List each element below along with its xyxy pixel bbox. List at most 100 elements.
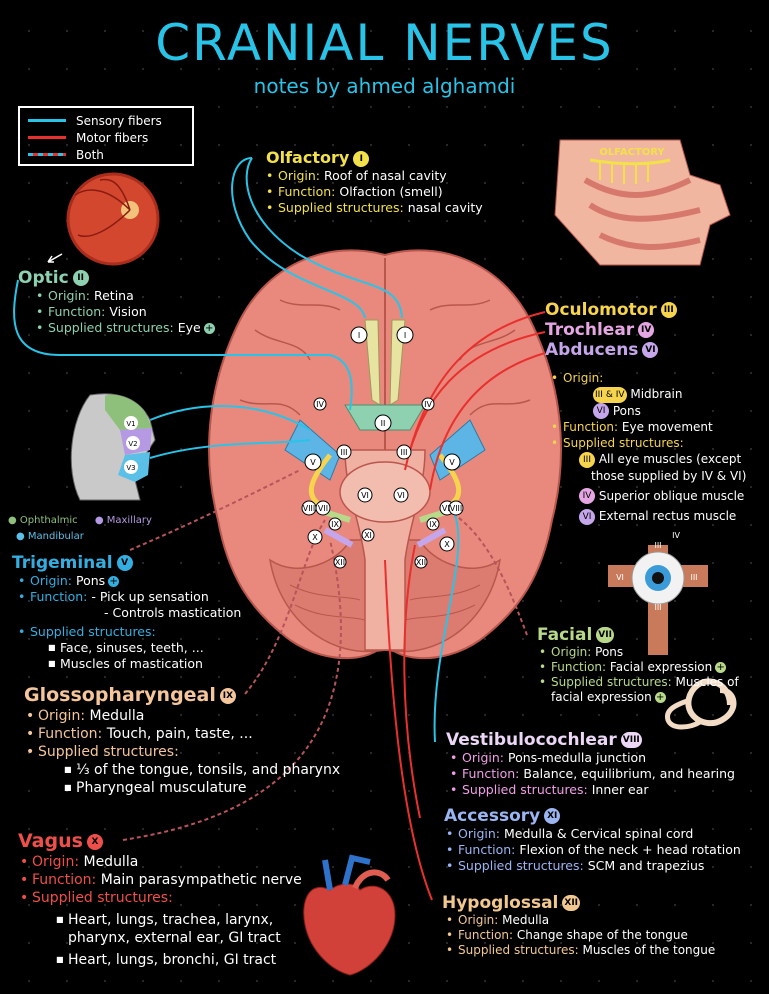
marker-x-right: X — [444, 540, 450, 549]
marker-v-left: V — [310, 458, 316, 467]
optic-origin: Origin: Retina — [36, 288, 215, 304]
vagus-supplied-1b: pharynx, external ear, GI tract — [68, 930, 281, 946]
fiber-legend: Sensory fibers Motor fibers Both — [18, 106, 194, 166]
marker-xii-right: XII — [416, 558, 426, 567]
marker-vi-right: VI — [397, 491, 405, 500]
brain-nerve-markers: I I II III III IV IV V V VI VI VII VII V… — [301, 326, 464, 569]
marker-i-left: I — [358, 331, 360, 340]
motor-swatch — [28, 136, 66, 139]
eye-origin-1: III & IV Midbrain — [593, 386, 683, 403]
olfactory-origin: Origin: Roof of nasal cavity — [266, 168, 483, 184]
sensory-swatch — [28, 119, 66, 122]
marker-xii-left: XII — [335, 558, 345, 567]
svg-text:VI: VI — [616, 573, 624, 582]
hypoglossal-function: Function: Change shape of the tongue — [446, 928, 715, 943]
facial-supplied: Supplied structures: Muscles of — [539, 675, 739, 690]
retina-image — [47, 172, 160, 266]
hypoglossal-supplied: Supplied structures: Muscles of the tong… — [446, 943, 715, 958]
trigeminal-face-image: V1 V2 V3 — [70, 393, 156, 501]
olfactory-image-label: OLFACTORY — [599, 147, 665, 158]
both-swatch — [28, 153, 66, 156]
optic-supplied: Supplied structures: Eye+ — [36, 320, 215, 336]
olfactory-num-badge: I — [353, 150, 370, 167]
marker-x-left: X — [312, 533, 318, 542]
eye-supplied-2: IV Superior oblique muscle — [567, 488, 746, 504]
eye-supplied-3: VI External rectus muscle — [567, 508, 746, 525]
marker-ii: II — [381, 419, 386, 428]
v3-marker: V3 — [126, 464, 135, 472]
optic-function: Function: Vision — [36, 304, 215, 320]
svg-text:III: III — [690, 573, 697, 582]
marker-iii-left: III — [340, 448, 347, 457]
marker-v-right: V — [449, 458, 455, 467]
facial-supplied-2: facial expression+ — [551, 690, 666, 704]
optic-num-badge: II — [72, 270, 89, 286]
eyeball-muscles-image: III III IV VI III — [608, 531, 708, 655]
glosso-origin: Origin: Medulla — [26, 707, 340, 725]
page-subtitle: notes by ahmed alghamdi — [253, 74, 516, 98]
olfactory-supplied: Supplied structures: nasal cavity — [266, 200, 483, 216]
vestibulo-supplied: Supplied structures: Inner ear — [450, 782, 735, 798]
eye-origin-2: VI Pons — [581, 403, 746, 419]
trigeminal-branch-legend: ● Ophthalmic ● Maxillary ● Mandibular — [8, 515, 152, 542]
svg-text:IV: IV — [672, 531, 680, 540]
vestibulo-function: Function: Balance, equilibrium, and hear… — [450, 766, 735, 782]
marker-ix-right: IX — [429, 520, 437, 529]
glosso-supplied-key: Supplied structures: — [26, 743, 340, 761]
legend-label: Motor fibers — [76, 130, 149, 145]
eye-function: Function: Eye movement — [551, 419, 746, 435]
v1-marker: V1 — [126, 420, 135, 428]
marker-iv-left: IV — [316, 400, 324, 409]
plus-icon: + — [203, 323, 215, 334]
trigeminal-supplied-2: Muscles of mastication — [48, 656, 241, 672]
trigeminal-supplied-key: Supplied structures: — [18, 624, 241, 640]
vagus-function: Function: Main parasympathetic nerve — [20, 871, 302, 889]
vagus-origin: Origin: Medulla — [20, 853, 302, 871]
svg-text:III: III — [654, 541, 661, 550]
accessory-supplied: Supplied structures: SCM and trapezius — [446, 858, 741, 874]
legend-sensory: Sensory fibers — [28, 112, 184, 129]
trigeminal-supplied-1: Face, sinuses, teeth, ... — [48, 640, 241, 656]
accessory-function: Function: Flexion of the neck + head rot… — [446, 842, 741, 858]
svg-text:III: III — [654, 603, 661, 612]
eye-movement-details: Origin: III & IV Midbrain VI Pons Functi… — [551, 370, 746, 525]
eye-origin-key: Origin: — [551, 370, 746, 386]
trigeminal-function-2: - Controls mastication — [104, 605, 242, 620]
trigeminal-origin: Origin: Pons+ — [18, 573, 241, 589]
facial-origin: Origin: Pons — [539, 645, 739, 660]
marker-vii-left: VII — [318, 504, 328, 513]
accessory-origin: Origin: Medulla & Cervical spinal cord — [446, 826, 741, 842]
legend-motor: Motor fibers — [28, 129, 184, 146]
marker-vi-left: VI — [361, 491, 369, 500]
legend-label: Both — [76, 147, 104, 162]
marker-viii-left: VIII — [303, 504, 316, 513]
marker-i-right: I — [404, 331, 406, 340]
heart-image — [303, 854, 396, 976]
marker-vii-right: VII — [442, 504, 452, 513]
v2-marker: V2 — [128, 440, 137, 448]
brain-illustration — [208, 249, 562, 660]
nerve-connectors — [13, 157, 546, 901]
glosso-function: Function: Touch, pain, taste, ... — [26, 725, 340, 743]
marker-iii-right: III — [400, 448, 407, 457]
